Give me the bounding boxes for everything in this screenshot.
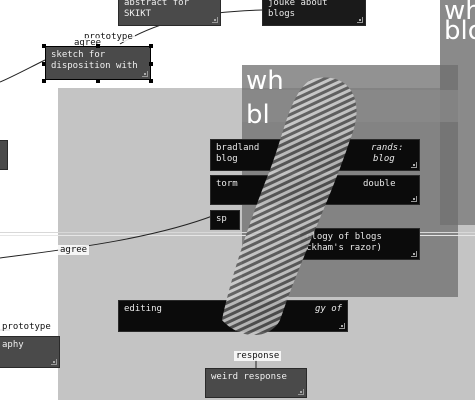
resize-handle-icon[interactable] xyxy=(411,196,417,202)
edge-agree-mid xyxy=(0,214,216,259)
resize-handle-icon[interactable] xyxy=(411,251,417,257)
node-weird-label: weird response xyxy=(211,372,287,382)
selection-handle-e[interactable] xyxy=(149,62,153,66)
selection-handle-n[interactable] xyxy=(96,44,100,48)
node-ology[interactable]: ology of blogs ckham's razor) xyxy=(300,228,420,260)
resize-handle-icon[interactable] xyxy=(51,359,57,365)
node-abstract[interactable]: abstract for SKIKT xyxy=(118,0,221,26)
node-ockham-label: ckham's razor) xyxy=(306,243,382,253)
node-sketch-label: sketch for disposition with xyxy=(51,50,138,71)
edge-label-prototype-left[interactable]: prototype xyxy=(0,322,53,332)
horizontal-divider-2 xyxy=(0,235,475,236)
node-aphy[interactable]: aphy xyxy=(0,336,60,368)
selection-handle-nw[interactable] xyxy=(42,44,46,48)
edge-label-agree-mid[interactable]: agree xyxy=(58,245,90,255)
selection-handle-ne[interactable] xyxy=(149,44,153,48)
resize-handle-icon[interactable] xyxy=(357,17,363,23)
node-sp[interactable]: sp xyxy=(210,210,240,230)
node-gy-of-label: gy of xyxy=(315,304,343,314)
node-torm-label: torm xyxy=(216,179,238,189)
node-sp-label: sp xyxy=(216,214,227,224)
node-ology-label: ology of blogs xyxy=(306,232,382,242)
node-weird[interactable]: weird response xyxy=(205,368,307,398)
right-title-line2: blo xyxy=(444,16,475,46)
right-title-line1: wh xyxy=(444,0,475,26)
node-jouke[interactable]: jouke about blogs xyxy=(262,0,366,26)
horizontal-divider xyxy=(0,232,475,233)
resize-handle-icon[interactable] xyxy=(411,162,417,168)
center-title-line1: wh xyxy=(246,66,284,96)
selection-handle-sw[interactable] xyxy=(42,79,46,83)
resize-handle-icon[interactable] xyxy=(142,71,148,77)
node-left-stub[interactable] xyxy=(0,140,8,170)
node-rands-label: rands: xyxy=(371,143,404,153)
resize-handle-icon[interactable] xyxy=(339,323,345,329)
node-editing-label: editing xyxy=(124,304,162,314)
selection-handle-se[interactable] xyxy=(149,79,153,83)
node-jouke-label: jouke about blogs xyxy=(268,0,328,19)
selection-handle-s[interactable] xyxy=(96,79,100,83)
node-double-label: double xyxy=(363,179,396,189)
node-rands-sub: blog xyxy=(373,154,395,164)
edge-label-prototype-top[interactable]: prototype xyxy=(82,32,135,42)
edge-label-response[interactable]: response xyxy=(234,351,282,361)
center-title-line2: bl xyxy=(246,100,270,130)
resize-handle-icon[interactable] xyxy=(212,17,218,23)
selection-handle-w[interactable] xyxy=(42,62,46,66)
artifact-shade xyxy=(222,77,357,335)
node-abstract-label: abstract for SKIKT xyxy=(124,0,190,19)
resize-handle-icon[interactable] xyxy=(298,389,304,395)
node-bradland-label: bradland xyxy=(216,143,260,153)
node-bradland-sub: blog xyxy=(216,154,238,164)
node-aphy-label: aphy xyxy=(2,340,24,350)
edge-label-agree-top[interactable]: agree xyxy=(72,38,104,48)
edge-sketch-left xyxy=(0,59,46,83)
